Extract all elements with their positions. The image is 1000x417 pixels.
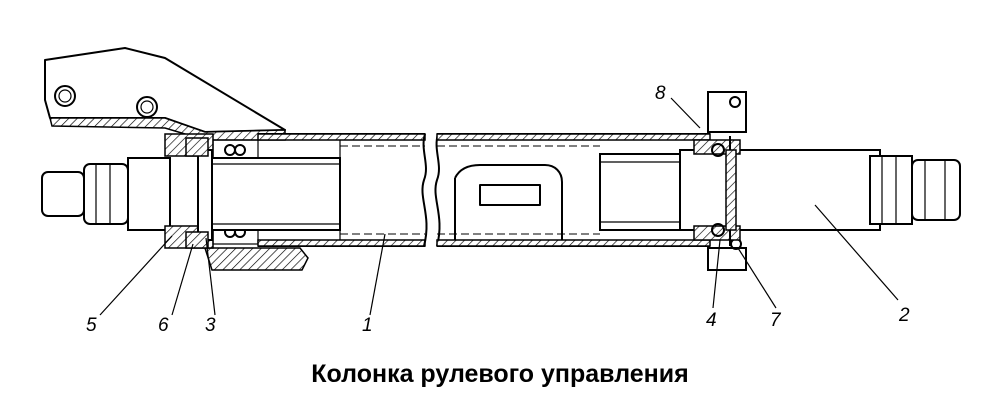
inner-shaft — [211, 157, 341, 231]
callout-7: 7 — [770, 310, 782, 331]
figure-caption: Колонка рулевого управления — [311, 360, 689, 388]
lower-support-block — [203, 247, 309, 271]
mounting-bracket — [44, 47, 286, 141]
callout-3: 3 — [205, 315, 216, 336]
left-shaft-end — [41, 157, 171, 231]
callout-8: 8 — [655, 83, 666, 104]
column-tube — [257, 133, 711, 247]
callout-2: 2 — [898, 305, 910, 326]
callout-5: 5 — [86, 315, 97, 336]
callout-1: 1 — [362, 315, 373, 336]
right-bearing-assembly — [693, 91, 747, 271]
callout-4: 4 — [706, 310, 717, 331]
outer-shaft — [599, 149, 961, 231]
callout-6: 6 — [158, 315, 169, 336]
leader-lines — [99, 97, 899, 316]
